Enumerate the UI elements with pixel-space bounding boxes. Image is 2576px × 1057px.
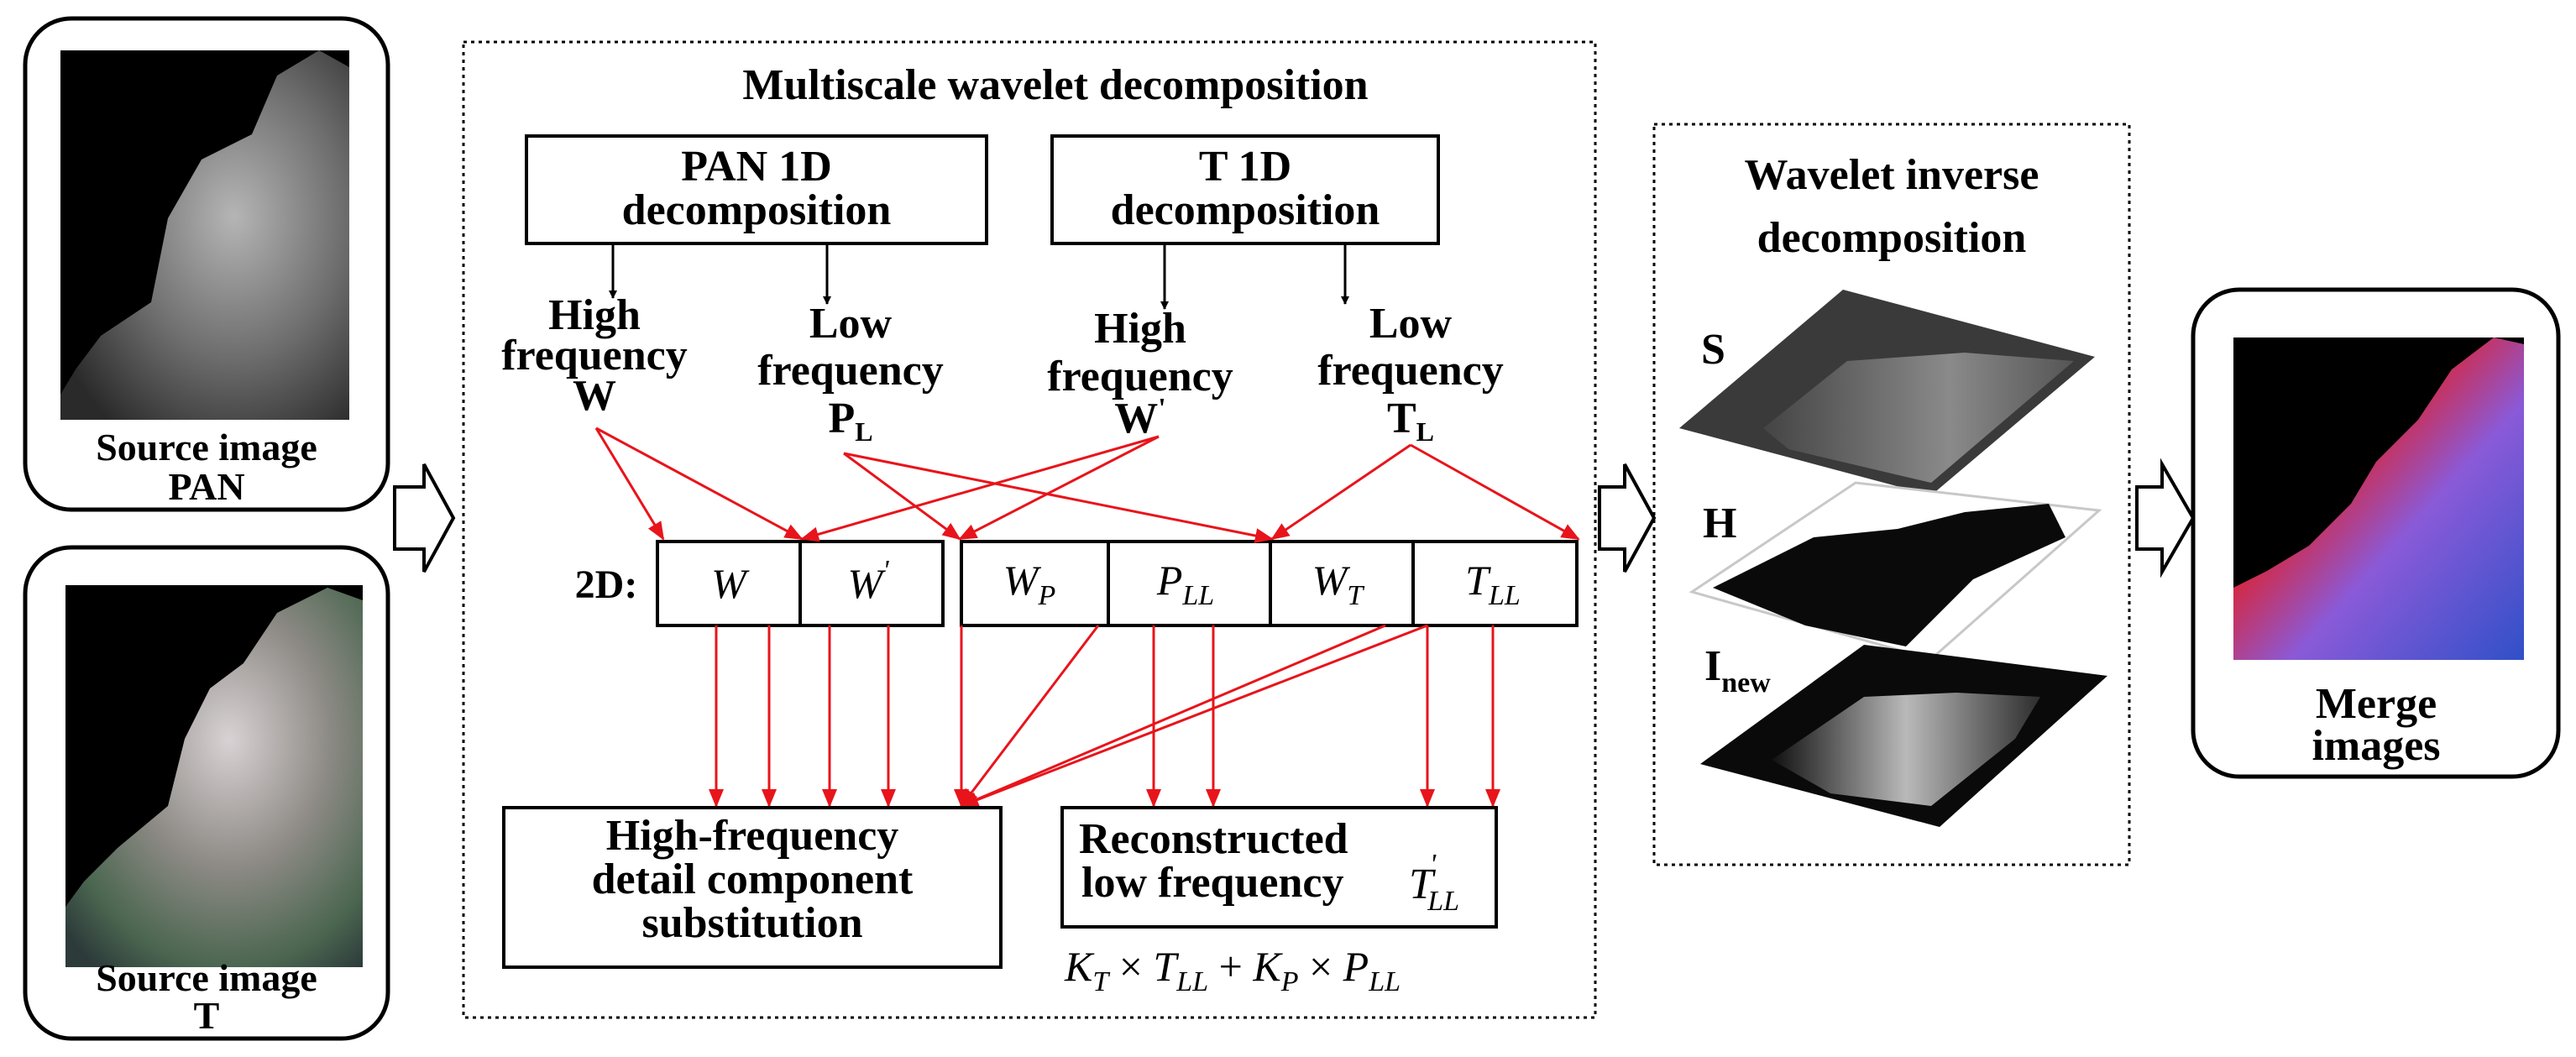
- cells-right-group: [960, 540, 1579, 627]
- inverse-title-line2: decomposition: [1757, 214, 2027, 262]
- t-1d-line2: decomposition: [1111, 186, 1380, 234]
- hf-box-line3: substitution: [642, 899, 863, 947]
- flow-arrow-2: [1598, 463, 1657, 573]
- red-arrows-upper: [594, 426, 1580, 543]
- hf-substitution-box: [502, 806, 1003, 969]
- source-pan-label-line2: PAN: [168, 465, 244, 508]
- inverse-frame: [1652, 123, 2131, 866]
- pan-image-land: [60, 50, 349, 420]
- cell-w-prime-text: W': [848, 555, 890, 607]
- pan-low-symbol: PL: [828, 395, 872, 447]
- arrow-wprime-to-cell-wp: [958, 435, 1160, 541]
- cell-wp-text: WP: [1003, 557, 1055, 611]
- arrow-down-8: [960, 624, 1428, 808]
- hf-box-line1: High-frequency: [606, 812, 899, 860]
- source-t-label-line1: Source image: [96, 956, 317, 999]
- pan-high-symbol: W: [573, 372, 616, 420]
- merge-panel: Merge images: [2191, 287, 2561, 779]
- pan-1d-box: [525, 134, 988, 245]
- arrow-down-6: [960, 625, 1100, 808]
- t-low-line2: frequency: [1317, 347, 1503, 395]
- layer-i-label: Inew: [1704, 642, 1771, 699]
- cell-tll: [1411, 540, 1579, 627]
- inverse-title-line1: Wavelet inverse: [1745, 151, 2039, 199]
- arrow-tl-to-cell-tll: [1410, 443, 1580, 541]
- merge-label-line1: Merge: [2316, 680, 2437, 728]
- cell-pll-text: PLL: [1156, 557, 1214, 611]
- layer-i-content: [1772, 693, 2040, 806]
- flow-arrow-3: [2135, 458, 2196, 578]
- cell-tll-text: TLL: [1465, 557, 1521, 611]
- arrow-down-7: [960, 624, 1386, 808]
- cell-wp: [960, 540, 1110, 627]
- cell-w: [656, 540, 802, 627]
- layer-h-label: H: [1703, 500, 1736, 547]
- t-low-line1: Low: [1369, 300, 1453, 348]
- lf-reconstructed-box: [1060, 806, 1498, 929]
- arrow-pl-to-cell-wp: [843, 452, 961, 541]
- cells-left-group: [656, 540, 945, 627]
- pan-high-line1: High: [548, 291, 641, 339]
- multiscale-title: Multiscale wavelet decomposition: [742, 61, 1368, 109]
- arrow-wprime-to-cell-wprime: [800, 435, 1160, 542]
- lf-box-line2: low frequency: [1081, 859, 1343, 907]
- source-t-label-line2: T: [194, 994, 220, 1037]
- t-high-symbol: W': [1114, 393, 1165, 442]
- t-1d-box: [1050, 134, 1440, 245]
- red-arrows-lower: [709, 624, 1500, 808]
- cell-w-text: W: [711, 560, 750, 607]
- t-low-symbol: TL: [1387, 395, 1434, 447]
- layer-s-content: [1763, 353, 2074, 483]
- source-pan-panel: Source image PAN: [23, 16, 390, 512]
- lf-box-line1: Reconstructed: [1079, 815, 1348, 863]
- cell-wt: [1269, 540, 1415, 627]
- flow-arrow-1: [393, 463, 456, 573]
- t-1d-line1: T 1D: [1199, 143, 1291, 191]
- pan-1d-line2: decomposition: [622, 186, 892, 234]
- lf-box-symbol: T'LL: [1409, 849, 1459, 917]
- pan-high-line2: frequency: [501, 332, 687, 379]
- arrow-tl-to-cell-wt: [1270, 443, 1411, 541]
- arrow-w-to-cell-wp-left: [595, 426, 804, 541]
- t-image-land: [65, 588, 363, 967]
- merge-label-line2: images: [2312, 722, 2440, 770]
- layer-h-content: [1713, 504, 2066, 646]
- arrow-pl-to-cell-wt: [843, 452, 1274, 543]
- multiscale-frame: [462, 40, 1597, 1019]
- source-pan-label-line1: Source image: [96, 426, 317, 468]
- cell-w-prime: [798, 540, 945, 627]
- layer-s-label: S: [1701, 326, 1725, 374]
- pan-1d-line1: PAN 1D: [681, 143, 832, 191]
- merge-image-land: [2233, 338, 2524, 660]
- t-high-line2: frequency: [1047, 353, 1233, 400]
- pan-low-line2: frequency: [757, 347, 943, 395]
- pan-low-line1: Low: [809, 300, 893, 348]
- hf-box-line2: detail component: [592, 856, 914, 903]
- lf-formula: KT × TLL + KP × PLL: [1064, 943, 1401, 997]
- t-high-line1: High: [1094, 305, 1186, 353]
- row-label-2d: 2D:: [575, 563, 638, 607]
- cell-wt-text: WT: [1312, 557, 1365, 611]
- arrow-w-to-cell-w: [594, 427, 665, 541]
- source-t-panel: Source image T: [23, 545, 390, 1041]
